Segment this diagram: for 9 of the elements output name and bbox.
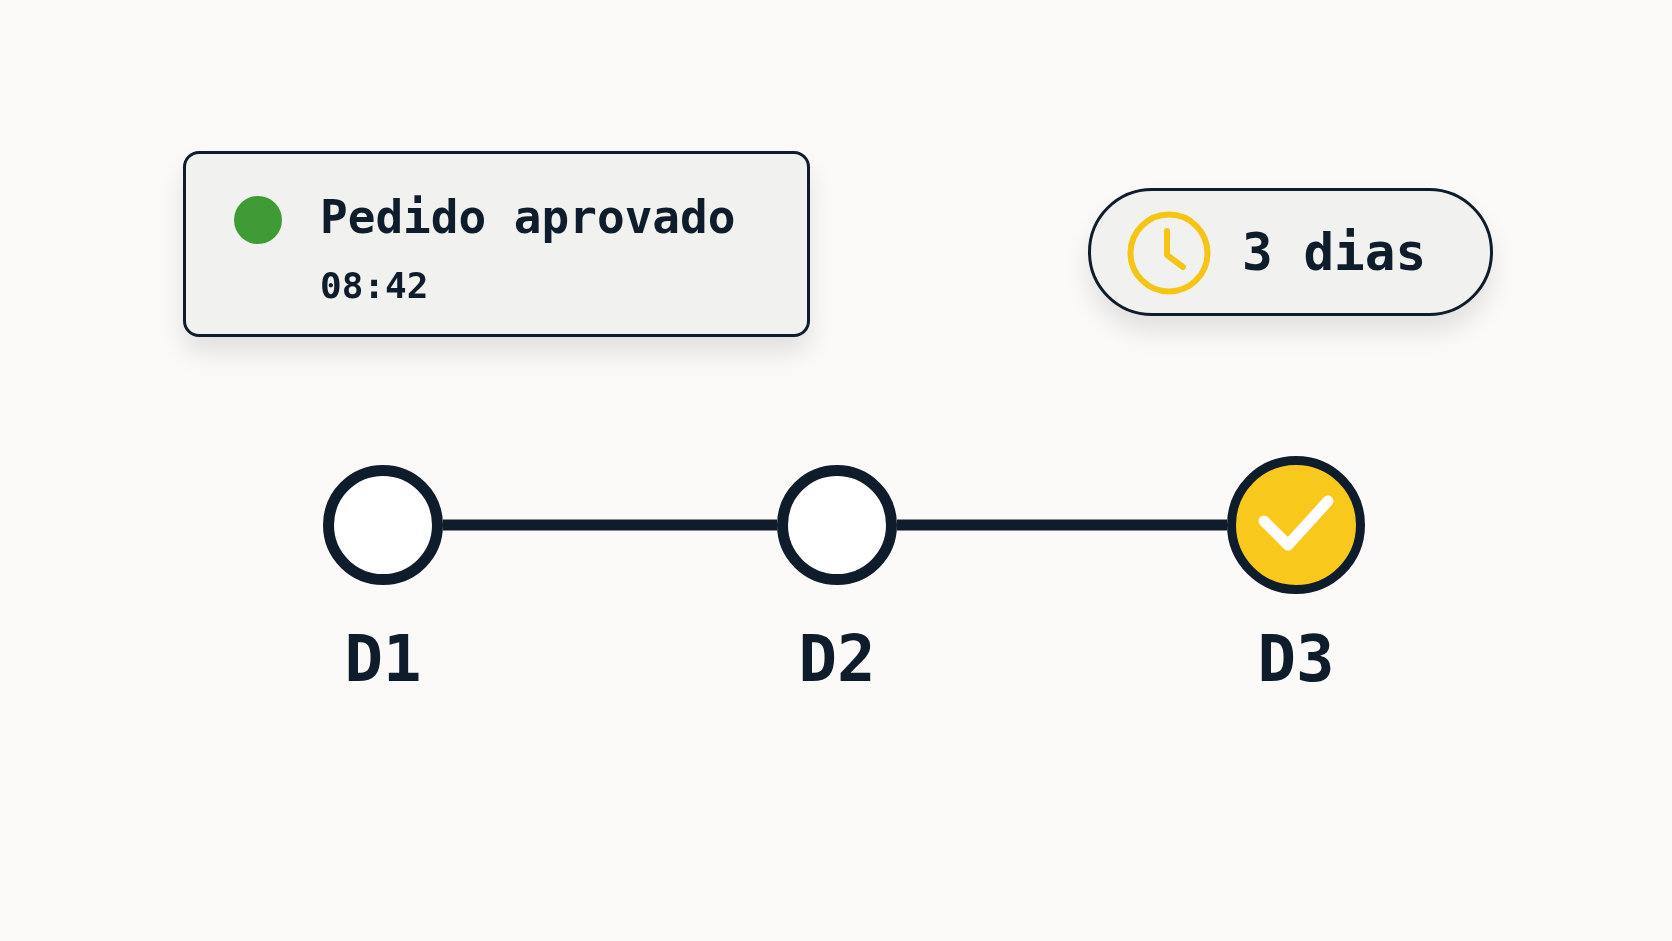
status-card <box>183 151 810 337</box>
connector-line <box>443 519 777 531</box>
duration-text: 3 dias <box>1242 222 1427 284</box>
status-title: Pedido aprovado <box>320 190 736 246</box>
connector-line <box>897 519 1227 531</box>
step-label: D3 <box>1257 621 1335 698</box>
step-label: D2 <box>798 621 876 698</box>
timestamp-text: 08:42 <box>320 264 429 308</box>
step-label: D1 <box>344 621 422 698</box>
